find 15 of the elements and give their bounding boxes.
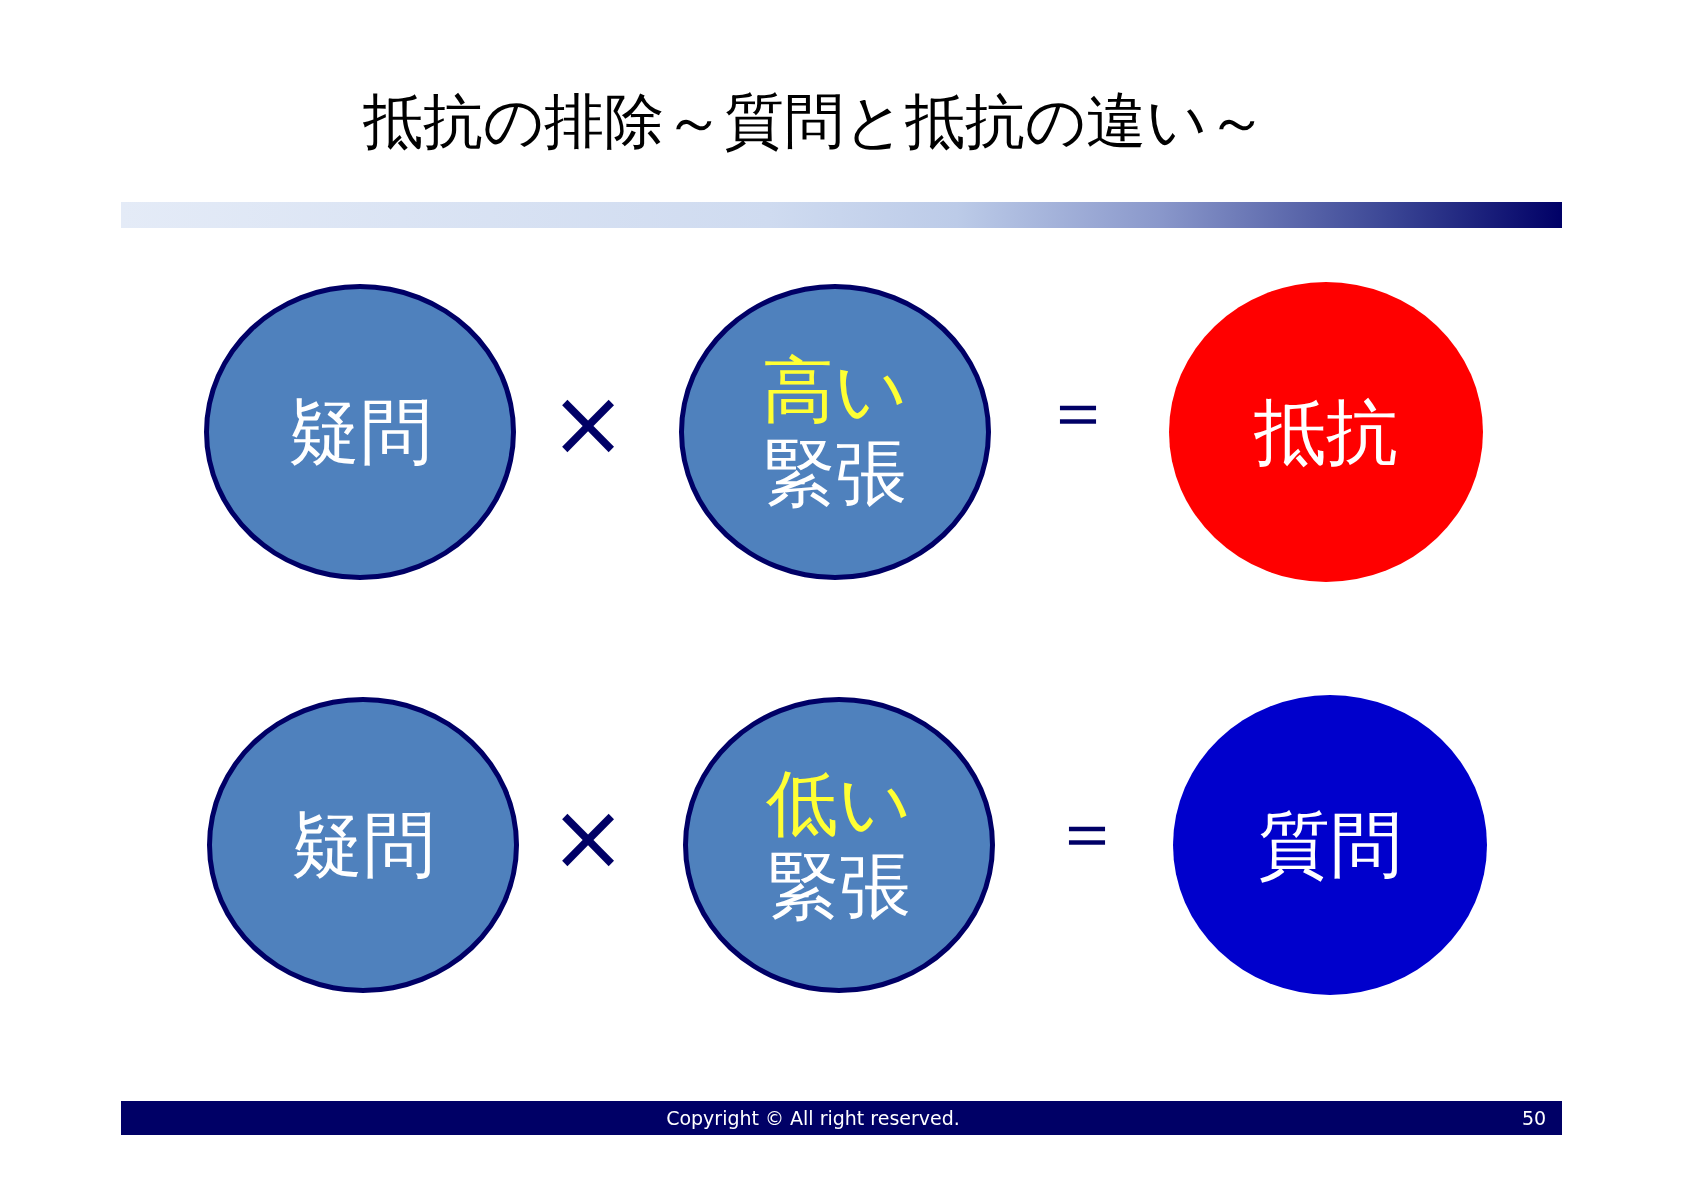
term-label: 疑問: [288, 390, 432, 474]
term-label: 抵抗: [1254, 390, 1398, 474]
copyright-notice: Copyright © All right reserved.: [666, 1108, 960, 1128]
equals-sign: ＝: [1043, 376, 1113, 446]
term-label: 緊張: [763, 432, 907, 515]
page-number: 50: [1521, 1108, 1547, 1128]
multiply-sign: ×: [549, 792, 627, 884]
term-label: 質問: [1258, 803, 1402, 887]
qualifier-label: 高い: [762, 349, 908, 432]
qualifier-label: 低い: [766, 762, 912, 845]
equals-sign: ＝: [1052, 797, 1122, 867]
term-label: 疑問: [291, 803, 435, 887]
term-label: 緊張: [767, 845, 911, 928]
slide-title: 抵抗の排除～質問と抵抗の違い～: [363, 88, 1267, 154]
multiply-sign: ×: [549, 378, 627, 470]
